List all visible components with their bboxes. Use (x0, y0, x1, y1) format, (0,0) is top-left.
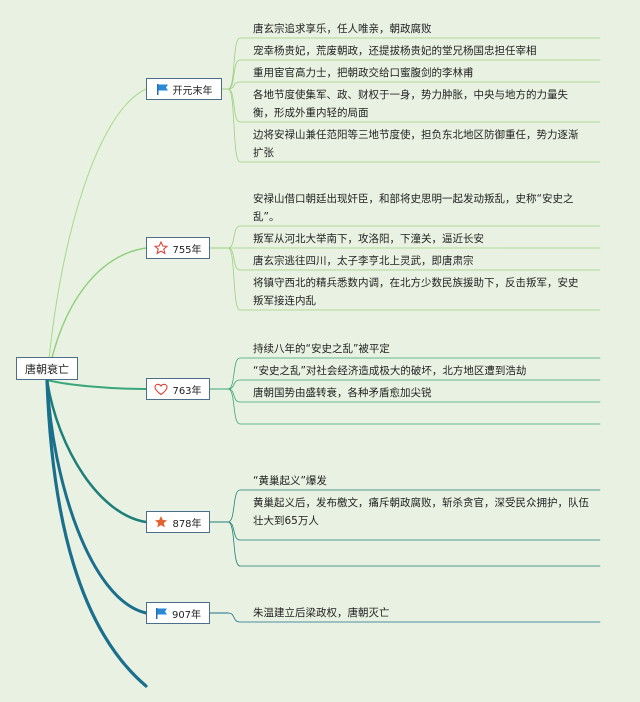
star-outline-icon (154, 241, 169, 255)
leaf-item[interactable]: 持续八年的“安史之乱”被平定 (253, 343, 390, 355)
branch-label: 878年 (172, 518, 202, 530)
leaf-connector (227, 37, 601, 90)
leaf-connector (227, 88, 601, 163)
leaf-connector (227, 612, 601, 623)
leaf-connector (227, 521, 601, 541)
root-label: 唐朝衰亡 (25, 362, 69, 376)
leaf-item[interactable]: 叛军从河北大举南下，攻洛阳，下潼关，逼近长安 (253, 233, 484, 245)
leaf-connector (227, 88, 601, 123)
star-filled-icon (155, 516, 168, 528)
leaf-connector (227, 489, 601, 523)
branch-node-1[interactable]: 开元末年 (146, 78, 222, 100)
leaf-item[interactable]: 各地节度使集军、政、财权于一身，势力肿胀，中央与地方的力量失衡，形成外重内轻的局… (253, 89, 568, 119)
leaf-item[interactable]: 唐朝国势由盛转衰，各种矛盾愈加尖锐 (253, 387, 432, 399)
branch-connector (45, 378, 148, 524)
leaf-connector (227, 59, 601, 90)
branch-label: 755年 (172, 244, 202, 256)
blue-flag-icon (155, 607, 167, 619)
leaf-connector (227, 357, 601, 390)
branch-connector (46, 379, 147, 390)
leaf-item[interactable]: 重用宦官高力士，把朝政交给口蜜腹剑的李林甫 (253, 67, 474, 79)
leaf-connector (227, 247, 601, 271)
root-node[interactable]: 唐朝衰亡 (16, 357, 78, 380)
branch-connector (46, 247, 147, 381)
leaf-item[interactable]: 朱温建立后梁政权，唐朝灭亡 (253, 607, 390, 619)
leaf-item[interactable]: 黄巢起义后，发布檄文，痛斥朝政腐败，斩杀贪官，深受民众拥护，队伍壮大到65万人 (253, 497, 589, 527)
branch-node-5[interactable]: 907年 (146, 602, 210, 624)
heart-outline-icon (154, 383, 169, 395)
leaf-item[interactable]: 唐玄宗追求享乐，任人唯亲，朝政腐败 (253, 23, 432, 35)
branch-node-3[interactable]: 763年 (146, 378, 210, 400)
leaf-item[interactable]: “黄巢起义”爆发 (253, 475, 327, 487)
leaf-connector (227, 81, 601, 90)
leaf-connector (227, 247, 601, 311)
leaf-connector (227, 521, 601, 567)
branch-label: 763年 (172, 385, 202, 397)
leaf-connector (227, 388, 601, 425)
leaf-item[interactable]: 边将安禄山兼任范阳等三地节度使，担负东北地区防御重任，势力逐渐扩张 (253, 129, 579, 159)
leaf-item[interactable]: 安禄山借口朝廷出现奸臣，和部将史思明一起发动叛乱，史称“安史之乱”。 (253, 193, 574, 223)
branch-tail (45, 378, 148, 688)
branch-node-2[interactable]: 755年 (146, 237, 210, 259)
leaf-item[interactable]: 宠幸杨贵妃，荒废朝政，还提拔杨贵妃的堂兄杨国忠担任宰相 (253, 45, 537, 57)
branch-label: 907年 (171, 609, 202, 621)
leaf-item[interactable]: 唐玄宗逃往四川，太子李亨北上灵武，即唐肃宗 (253, 255, 474, 267)
branch-connector (46, 88, 147, 381)
leaf-item[interactable]: “安史之乱”对社会经济造成极大的破坏，北方地区遭到浩劫 (253, 365, 527, 377)
leaf-item[interactable]: 将镇守西北的精兵悉数内调，在北方少数民族援助下，反击叛军，安史叛军接连内乱 (253, 277, 579, 307)
branch-label: 开元末年 (172, 85, 213, 97)
blue-flag-icon (156, 83, 168, 95)
leaf-connector (227, 379, 601, 390)
branch-connector (45, 378, 148, 615)
leaf-connector (227, 225, 601, 249)
branch-node-4[interactable]: 878年 (146, 511, 210, 533)
